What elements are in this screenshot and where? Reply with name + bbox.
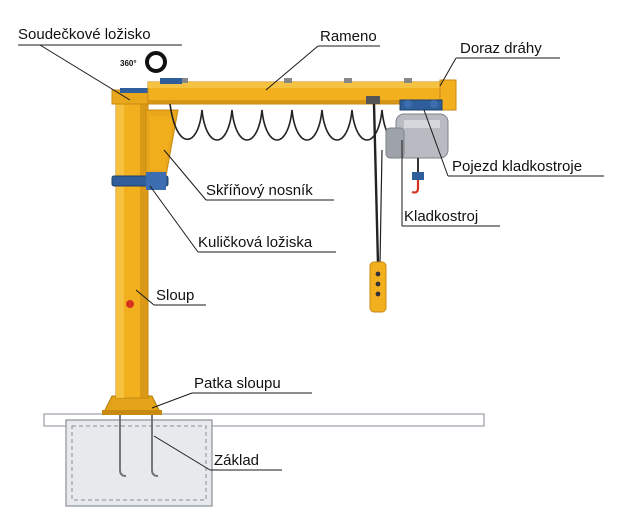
leader-zaklad [153, 435, 282, 471]
hoist-trolley [399, 99, 443, 111]
leader-rameno [265, 45, 380, 91]
label-pojezd-kladkostroje: Pojezd kladkostroje [452, 158, 583, 175]
leader-soudeckove [18, 44, 182, 101]
festoon-cable [169, 103, 405, 141]
red-switch-icon [126, 300, 134, 308]
label-skrinovy-nosnik: Skříňový nosník [206, 182, 313, 199]
leader-sloup [135, 289, 206, 306]
end-stop [439, 79, 457, 111]
pendant-control-box [369, 261, 387, 313]
anchor-bolt-left [119, 414, 127, 477]
leader-patka [151, 392, 312, 409]
hoist [385, 113, 449, 194]
rotation-ring-icon [145, 51, 167, 73]
leader-pojezd [423, 109, 604, 177]
label-sloup: Sloup [156, 287, 195, 304]
leader-lines [18, 44, 604, 471]
label-kladkostroj: Kladkostroj [404, 208, 479, 225]
leader-kladkostroj [401, 140, 500, 227]
label-kulickova-loziska: Kuličková ložiska [198, 234, 313, 251]
label-patka-sloupu: Patka sloupu [194, 375, 281, 392]
foundation-block [65, 414, 213, 507]
column [115, 97, 149, 399]
leader-kulickova [149, 185, 336, 253]
leader-skrinovy [163, 149, 334, 201]
rotation-label: 360° [120, 59, 137, 68]
rotation-indicator: 360° [120, 51, 167, 73]
leader-doraz [439, 57, 560, 87]
label-zaklad: Základ [214, 452, 260, 469]
ball-bearings [111, 172, 169, 190]
column-base [102, 395, 162, 415]
label-soudeckove-lozisko: Soudečkové ložisko [18, 26, 151, 43]
pendant [366, 96, 387, 313]
hook-icon [411, 180, 420, 194]
label-rameno: Rameno [320, 28, 377, 45]
anchor-bolt-right [151, 414, 159, 477]
label-doraz-drahy: Doraz dráhy [460, 40, 542, 57]
